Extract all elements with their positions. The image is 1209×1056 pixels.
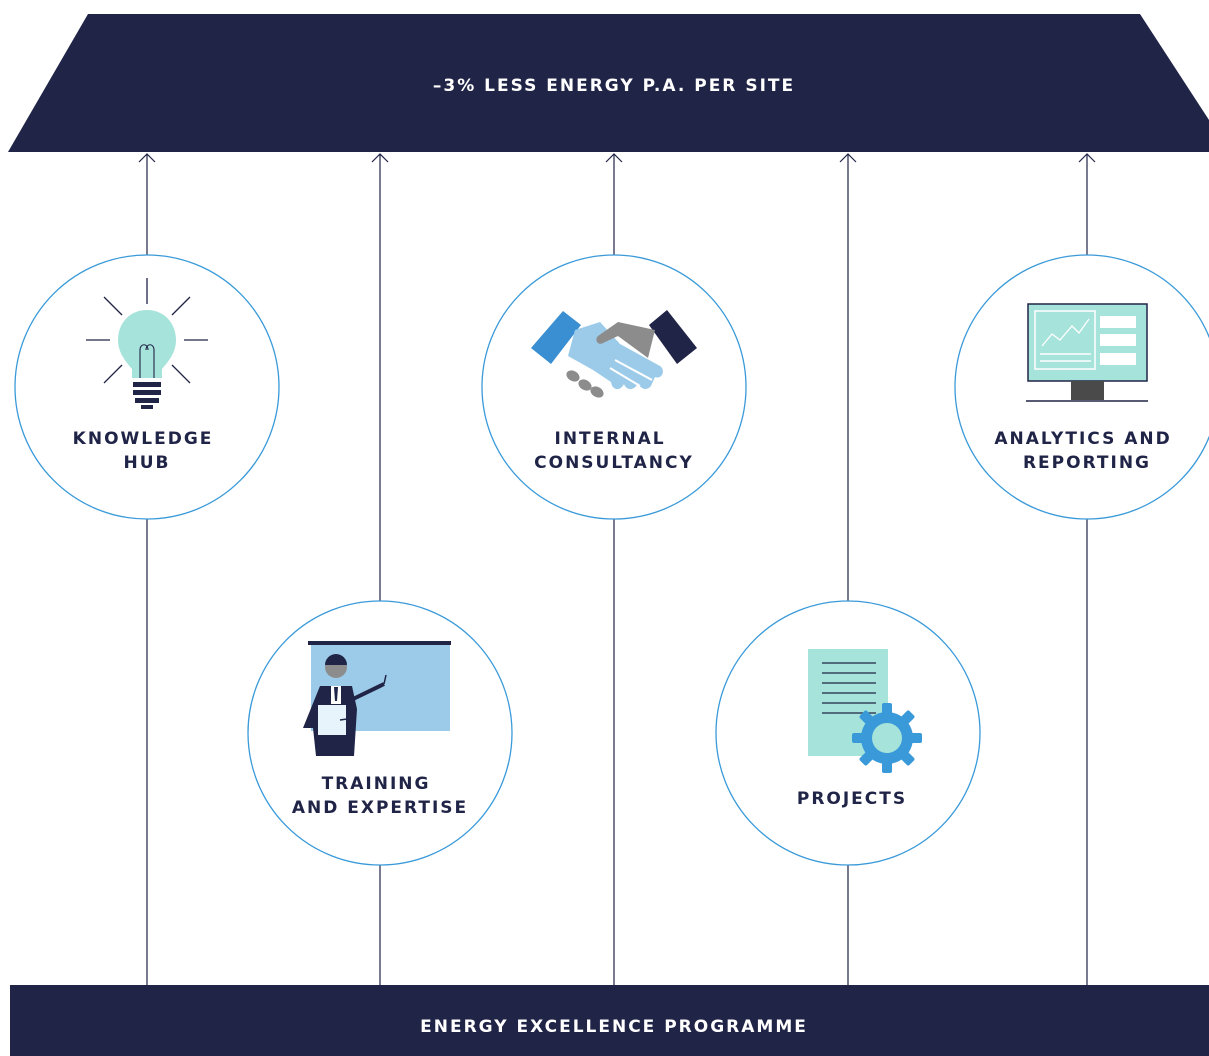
pillar-label-line: AND EXPERTISE xyxy=(292,798,468,818)
pillar-analytics: ANALYTICS AND REPORTING xyxy=(954,254,1209,520)
monitor-chart-icon xyxy=(1026,303,1148,402)
pillar-label-line: ANALYTICS AND xyxy=(994,429,1171,449)
header-title: –3% LESS ENERGY P.A. PER SITE xyxy=(433,76,795,96)
arrowhead-analytics xyxy=(1078,153,1096,163)
pillar-circle xyxy=(247,600,513,866)
pillar-label-line: INTERNAL xyxy=(555,429,666,449)
lightbulb-icon xyxy=(86,278,208,409)
pillar-label-line: PROJECTS xyxy=(797,789,907,809)
pillar-label: PROJECTS xyxy=(797,789,907,809)
header-banner xyxy=(8,14,1209,152)
pillar-label: ANALYTICS AND REPORTING xyxy=(994,429,1179,473)
pillar-label-line: KNOWLEDGE xyxy=(73,429,214,449)
pillar-internal-consultancy: INTERNAL CONSULTANCY xyxy=(481,254,747,520)
pillar-label: INTERNAL CONSULTANCY xyxy=(534,429,694,473)
pillar-label-line: CONSULTANCY xyxy=(534,453,694,473)
arrowhead-internal-consultancy xyxy=(605,153,623,163)
handshake-icon xyxy=(531,310,697,398)
pillar-projects: PROJECTS xyxy=(715,600,981,866)
arrowhead-projects xyxy=(839,153,857,163)
pillar-label: TRAINING AND EXPERTISE xyxy=(292,774,468,818)
pillar-label-line: TRAINING xyxy=(322,774,431,794)
pillar-label-line: REPORTING xyxy=(1023,453,1151,473)
arrowhead-knowledge-hub xyxy=(138,153,156,163)
footer-banner xyxy=(10,985,1209,1056)
arrowhead-training xyxy=(371,153,389,163)
pillar-training: TRAINING AND EXPERTISE xyxy=(247,600,513,866)
footer-title: ENERGY EXCELLENCE PROGRAMME xyxy=(420,1017,808,1037)
document-gear-icon xyxy=(808,649,922,773)
pillar-label: KNOWLEDGE HUB xyxy=(73,429,222,473)
pillar-knowledge-hub: KNOWLEDGE HUB xyxy=(14,254,280,520)
presenter-icon xyxy=(303,641,451,756)
pillar-label-line: HUB xyxy=(124,453,171,473)
